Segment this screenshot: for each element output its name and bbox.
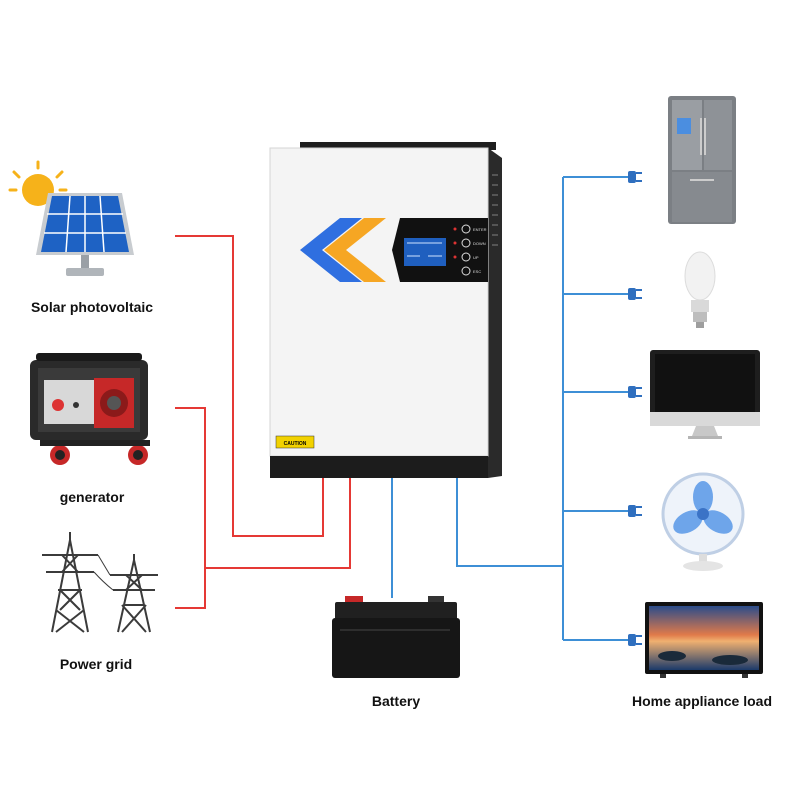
lcd-screen-icon xyxy=(404,238,446,266)
enter-button-label: ENTER xyxy=(473,227,487,232)
caution-sticker xyxy=(275,435,315,449)
generator-label: generator xyxy=(59,489,125,505)
enter-button-icon[interactable] xyxy=(461,224,471,234)
fan-icon xyxy=(661,472,745,571)
panel-buttons xyxy=(461,224,471,276)
esc-button-label: ESC xyxy=(473,269,481,274)
esc-button-icon[interactable] xyxy=(461,266,471,276)
monitor-icon xyxy=(650,350,760,439)
inverter-icon: ENTER DOWN UP ESC CAUTION xyxy=(269,142,502,478)
plug-icon xyxy=(628,288,642,300)
inverter-to-loads-line xyxy=(456,478,563,567)
grid-label: Power grid xyxy=(59,656,133,672)
plug-icon xyxy=(628,171,642,183)
tv-icon xyxy=(645,602,763,678)
plug-icon xyxy=(628,634,642,646)
generator-to-inverter-line xyxy=(175,407,206,609)
power-tower-icon xyxy=(42,532,158,633)
orange-chevron-icon xyxy=(324,218,386,282)
plug-icon xyxy=(628,505,642,517)
down-button-label: DOWN xyxy=(473,241,486,246)
light-bulb-icon xyxy=(684,251,716,328)
grid-to-inverter-line xyxy=(205,478,351,569)
up-button-icon[interactable] xyxy=(461,252,471,262)
loads-label: Home appliance load xyxy=(631,693,773,709)
red-connection-lines xyxy=(175,235,351,609)
battery-icon xyxy=(332,596,460,678)
blue-chevron-icon xyxy=(300,218,362,282)
plug-icons xyxy=(628,171,642,646)
blue-connection-lines xyxy=(391,176,628,641)
solar-to-inverter-line xyxy=(175,235,324,537)
caution-text: CAUTION xyxy=(284,441,307,447)
down-button-icon[interactable] xyxy=(461,238,471,248)
generator-icon xyxy=(30,353,150,465)
plug-icon xyxy=(628,386,642,398)
battery-label: Battery xyxy=(371,693,421,709)
up-button-label: UP xyxy=(473,255,479,260)
solar-panel-icon xyxy=(8,160,134,276)
solar-label: Solar photovoltaic xyxy=(30,299,154,315)
refrigerator-icon xyxy=(668,96,736,224)
